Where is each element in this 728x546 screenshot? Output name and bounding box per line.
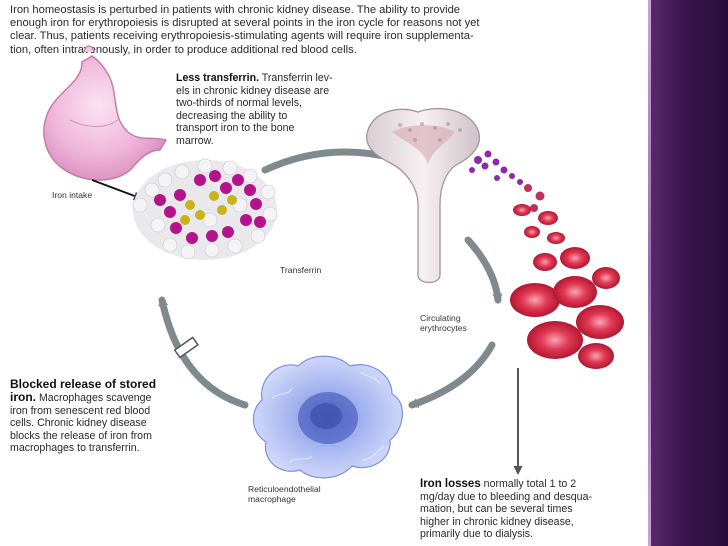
arrow-erythrocytes-to-macrophage bbox=[408, 341, 496, 409]
iron-losses-line: higher in chronic kidney disease, bbox=[420, 515, 574, 528]
block-symbol bbox=[173, 336, 199, 359]
less-transferrin-block: Less transferrin. Transferrin lev- els i… bbox=[176, 72, 406, 148]
macrophage-label-line: Reticuloendothelial bbox=[248, 484, 321, 494]
iron-losses-line: primarily due to dialysis. bbox=[420, 528, 534, 541]
transferrin-label: Transferrin bbox=[280, 265, 322, 275]
red-blood-cells bbox=[510, 204, 624, 369]
intro-line: clear. Thus, patients receiving erythrop… bbox=[10, 30, 474, 43]
less-transferrin-heading: Less transferrin. bbox=[176, 72, 260, 84]
transferrin-molecule bbox=[132, 158, 278, 260]
blocked-release-line: macrophages to transferrin. bbox=[10, 442, 140, 455]
intro-line: Iron homeostasis is perturbed in patient… bbox=[10, 4, 461, 16]
bone-illustration bbox=[366, 108, 481, 284]
developing-cells bbox=[469, 150, 545, 212]
blocked-release-heading: Blocked release of stored bbox=[10, 377, 157, 391]
arrow-macrophage-to-transferrin bbox=[158, 296, 249, 409]
slide-side-strip bbox=[648, 0, 728, 546]
iron-losses-block: Iron losses normally total 1 to 2 mg/day… bbox=[420, 478, 645, 541]
blocked-release-line: iron from senescent red blood bbox=[10, 404, 151, 417]
circulating-label-line: erythrocytes bbox=[420, 323, 467, 333]
cycle-arrows bbox=[158, 148, 503, 409]
iron-intake-arrow bbox=[91, 179, 143, 201]
less-transferrin-line: els in chronic kidney disease are bbox=[176, 84, 330, 97]
arrow-marrow-to-erythrocytes bbox=[464, 236, 503, 304]
less-transferrin-line: Transferrin lev- bbox=[261, 72, 333, 84]
iron-losses-heading: Iron losses bbox=[420, 478, 481, 490]
circulating-erythrocytes-label: Circulating erythrocytes bbox=[420, 313, 467, 333]
iron-losses-line: mg/day due to bleeding and desqua- bbox=[420, 490, 592, 503]
circulating-label-line: Circulating bbox=[420, 313, 461, 323]
stomach-illustration bbox=[43, 45, 168, 181]
iron-losses-line: normally total 1 to 2 bbox=[483, 478, 577, 490]
iron-losses-line: mation, but can be several times bbox=[420, 503, 573, 516]
less-transferrin-line: transport iron to the bone bbox=[176, 122, 295, 135]
less-transferrin-line: decreasing the ability to bbox=[176, 109, 288, 122]
blocked-release-line: Macrophages scavenge bbox=[38, 392, 152, 404]
macrophage-label: Reticuloendothelial macrophage bbox=[248, 484, 321, 504]
intro-line: tion, often intravenously, in order to p… bbox=[10, 43, 357, 56]
blocked-release-line: cells. Chronic kidney disease bbox=[10, 417, 147, 430]
iron-cycle-diagram bbox=[43, 45, 624, 479]
blocked-release-heading: iron. bbox=[10, 390, 36, 404]
less-transferrin-line: two-thirds of normal levels, bbox=[176, 97, 302, 110]
macrophage-illustration bbox=[252, 355, 403, 479]
less-transferrin-line: marrow. bbox=[176, 134, 214, 147]
blocked-release-line: blocks the release of iron from bbox=[10, 429, 152, 442]
macrophage-label-line: macrophage bbox=[248, 494, 296, 504]
intro-paragraph: Iron homeostasis is perturbed in patient… bbox=[10, 4, 610, 57]
iron-intake-label: Iron intake bbox=[52, 190, 93, 200]
intro-line: enough iron for erythropoiesis is disrup… bbox=[10, 17, 480, 30]
blocked-release-block: Blocked release of stored iron. Macropha… bbox=[10, 378, 240, 455]
